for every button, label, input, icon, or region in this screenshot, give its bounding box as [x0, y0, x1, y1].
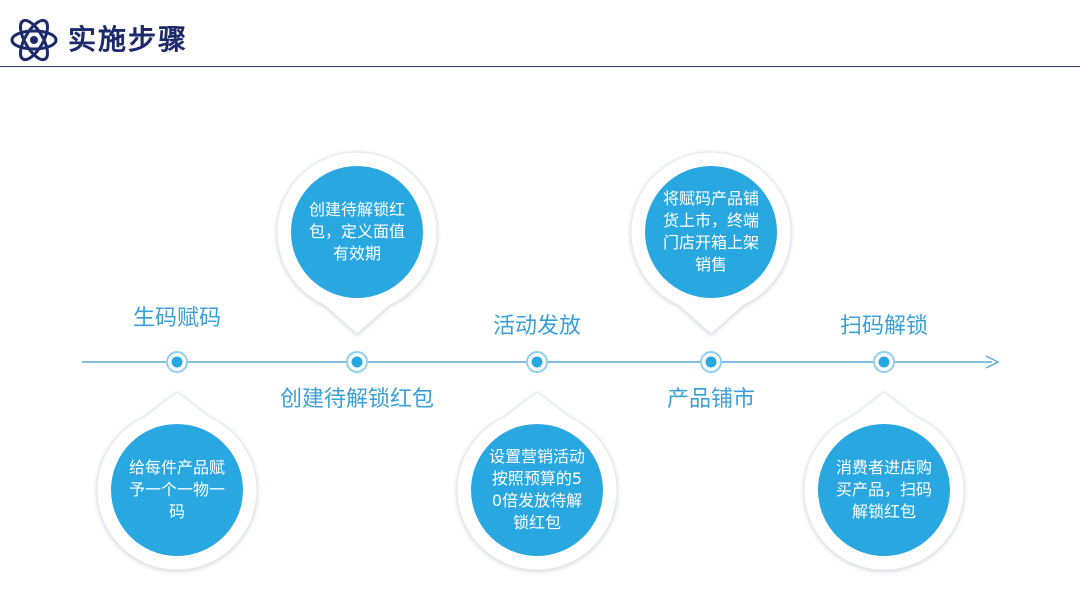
- timeline-node: [166, 351, 188, 373]
- step-label: 生码赋码: [132, 306, 222, 331]
- timeline-node-dot: [531, 356, 543, 368]
- timeline-node: [346, 351, 368, 373]
- step-bubble: [630, 151, 792, 335]
- step-label: 扫码解锁: [839, 314, 929, 339]
- bubble-text: 给每件产品赋予一个一物一码: [128, 458, 225, 521]
- atom-icon: [10, 18, 58, 62]
- timeline-node-dot: [171, 356, 183, 368]
- header-divider: [0, 66, 1080, 67]
- bubble-fill: [471, 424, 603, 556]
- bubble-fill: [111, 424, 243, 556]
- timeline-node-dot: [351, 356, 363, 368]
- timeline-node: [526, 351, 548, 373]
- bubble-fill: [818, 424, 950, 556]
- timeline-node-dot: [878, 356, 890, 368]
- bubble-text: 消费者进店购买产品，扫码解锁红包: [835, 458, 932, 521]
- step-label: 活动发放: [492, 314, 582, 339]
- step-bubble: [96, 391, 258, 571]
- bubble-text: 设置营销活动按照预算的50倍发放待解锁红包: [488, 447, 585, 532]
- timeline-node: [873, 351, 895, 373]
- step-bubble: [456, 391, 618, 571]
- bubble-text: 创建待解锁红包，定义面值有效期: [308, 200, 405, 263]
- step-bubble: [803, 391, 965, 571]
- timeline-arrowhead-icon: [985, 355, 1000, 369]
- header: 实施步骤: [0, 0, 1080, 67]
- bubble-text: 将赋码产品铺货上市，终端门店开箱上架销售: [662, 189, 759, 274]
- step-bubble: [276, 151, 438, 335]
- bubble-fill: [645, 166, 777, 298]
- step-label: 产品铺市: [666, 387, 756, 412]
- bubble-fill: [291, 166, 423, 298]
- timeline-node-dot: [705, 356, 717, 368]
- step-label: 创建待解锁红包: [279, 387, 435, 412]
- page-title: 实施步骤: [68, 23, 189, 56]
- timeline-node: [700, 351, 722, 373]
